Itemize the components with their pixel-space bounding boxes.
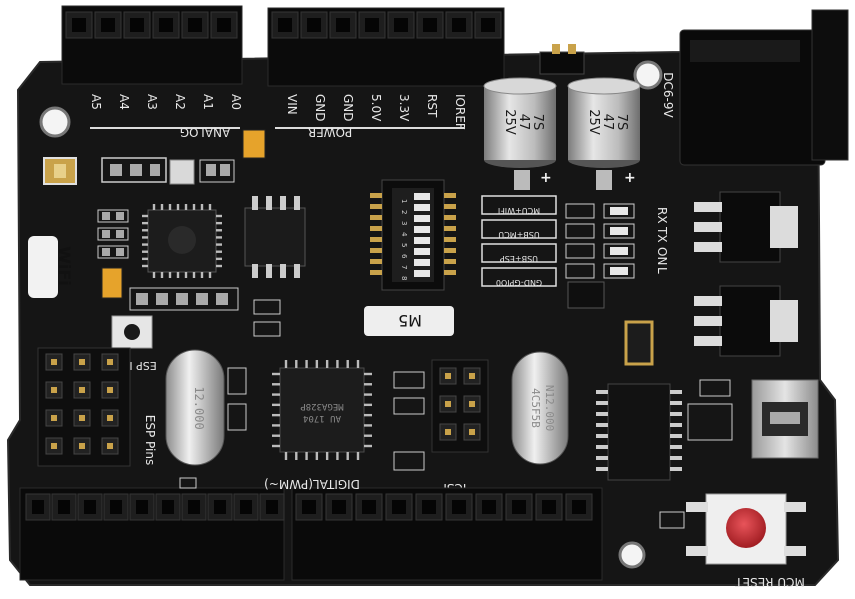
wifi-logo: WiFi xyxy=(28,236,74,298)
svg-text:+: + xyxy=(540,170,552,186)
header-analog xyxy=(61,5,243,85)
led-label: ON xyxy=(655,247,669,265)
svg-text:WiFi: WiFi xyxy=(55,246,74,286)
power-pin-label: IOREF xyxy=(453,94,467,130)
dip-mode-label: GND-GPIO0 xyxy=(496,278,542,287)
header-power xyxy=(267,7,505,87)
analog-pin-label: A3 xyxy=(145,94,159,110)
dip-switch-number: 3 xyxy=(400,221,408,225)
mcu-chip: MEGA328P AU 1704 xyxy=(272,360,372,460)
analog-pin-label: A5 xyxy=(89,94,103,110)
power-pin-label: GND xyxy=(313,94,327,122)
capacitor-marking: 25V xyxy=(502,109,517,135)
crystal-left: 12.000 xyxy=(165,349,225,466)
led-label: TX xyxy=(655,226,669,243)
power-pin-label: 5.0V xyxy=(369,94,383,122)
digital-label: DIGITAL(PWM~) xyxy=(264,477,360,491)
dip-switch-number: 1 xyxy=(400,199,408,203)
tantalum-cap xyxy=(242,129,266,159)
dip-switch-number: 6 xyxy=(400,254,408,259)
analog-pin-label: A1 xyxy=(201,94,215,110)
led-label: L xyxy=(655,267,669,274)
analog-pin-label: A0 xyxy=(229,94,243,110)
led-label: RX xyxy=(655,207,669,224)
analog-pin-label: A2 xyxy=(173,94,187,110)
svg-text:M5: M5 xyxy=(398,311,422,330)
voltage-regulator-bottom xyxy=(694,285,798,357)
crystal-marking: 4C5F5B xyxy=(529,388,542,428)
dip-switch-number: 8 xyxy=(400,276,408,280)
dip-switch-number: 4 xyxy=(400,232,408,237)
usb-serial-chip xyxy=(596,383,682,481)
capacitor-marking: 7S xyxy=(614,114,629,131)
esp-pins-label: ESP Pins xyxy=(143,415,157,465)
mcu-reset-label: MCU RESET xyxy=(734,575,804,589)
power-pin-label: VIN xyxy=(285,94,299,115)
crystal-marking: N12.000 xyxy=(543,385,556,431)
flash-chip xyxy=(244,196,306,278)
dip-mode-label: MCU+WIFI xyxy=(498,206,540,215)
dip-switch-number: 5 xyxy=(400,243,408,247)
mount-hole-top-right xyxy=(633,60,663,90)
esp-wifi-chip xyxy=(142,204,222,278)
dip-switch-number: 2 xyxy=(400,210,408,214)
capacitor-marking: 47 xyxy=(600,114,615,131)
header-digital-left xyxy=(19,487,285,581)
power-pin-label: GND xyxy=(341,94,355,122)
svg-text:+: + xyxy=(624,170,636,186)
dip-mode-label: USB+ESP xyxy=(500,254,538,263)
mcu-reset-button[interactable] xyxy=(686,493,806,565)
analog-label: ANALOG xyxy=(180,125,230,139)
m5-logo: M5 xyxy=(364,306,454,336)
dip-switch[interactable]: 1 2 3 4 5 6 7 8 xyxy=(370,179,456,291)
mount-hole-top-left xyxy=(39,106,71,138)
mcu-marking: AU 1704 xyxy=(303,413,341,423)
capacitor-marking: 25V xyxy=(586,109,601,135)
icsp-header xyxy=(431,359,489,453)
power-label: POWER xyxy=(308,125,352,139)
capacitor-marking: 7S xyxy=(530,114,545,131)
power-pin-label: 3.3V xyxy=(397,94,411,122)
dc-jack-label: DC6-9V xyxy=(661,72,675,118)
power-pin-label: RST xyxy=(425,94,439,118)
svg-text:12.000: 12.000 xyxy=(192,386,206,429)
capacitor-marking: 47 xyxy=(516,114,531,131)
dc-power-jack xyxy=(679,9,849,166)
mcu-marking: MEGA328P xyxy=(300,401,344,411)
esp-boot-button[interactable] xyxy=(111,315,153,349)
dip-switch-number: 7 xyxy=(400,265,408,269)
dip-mode-label: USB+MCU xyxy=(498,230,540,239)
header-digital-right xyxy=(291,487,603,581)
mount-hole-bottom-right xyxy=(618,541,646,569)
esp-pins-header xyxy=(37,347,131,467)
micro-usb-port[interactable] xyxy=(751,379,819,459)
voltage-regulator-top xyxy=(694,191,798,263)
analog-pin-label: A4 xyxy=(117,94,131,110)
